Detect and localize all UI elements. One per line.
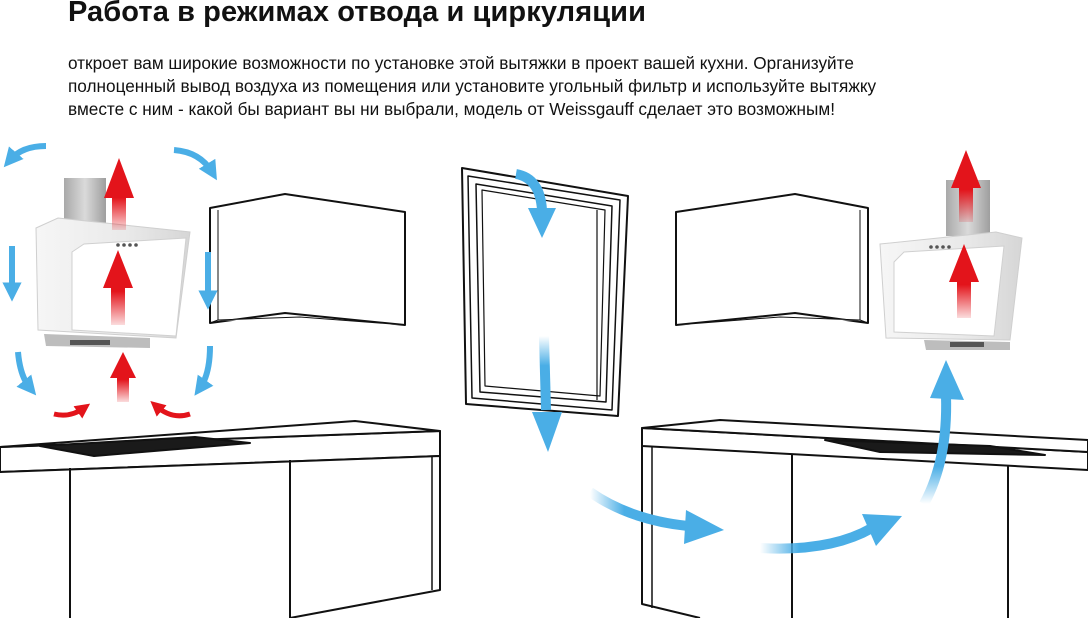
cooker-hood-icon: [879, 180, 1023, 350]
kitchen-counter-icon: [0, 420, 441, 618]
window-icon: [461, 167, 629, 417]
wall-cabinet-icon: [209, 193, 406, 326]
description-line-3: вместе с ним - какой бы вариант вы ни вы…: [68, 99, 835, 119]
exhaust-arrow: [949, 150, 981, 318]
page-title: Работа в режимах отвода и циркуляции: [68, 0, 647, 28]
description-line-2: полноценный вывод воздуха из помещения и…: [68, 76, 877, 96]
exhaust-arrow: [53, 401, 191, 419]
kitchen-counter-icon: [641, 419, 1088, 618]
exhaust-arrow: [103, 158, 136, 402]
hob-icon: [824, 439, 1046, 456]
description: откроет вам широкие возможности по устан…: [68, 52, 1068, 121]
hob-icon: [39, 436, 251, 457]
description-line-1: откроет вам широкие возможности по устан…: [68, 53, 854, 73]
wall-cabinet-icon: [675, 193, 869, 326]
airflow-arrow: [2, 143, 218, 396]
airflow-arrow: [514, 169, 964, 554]
